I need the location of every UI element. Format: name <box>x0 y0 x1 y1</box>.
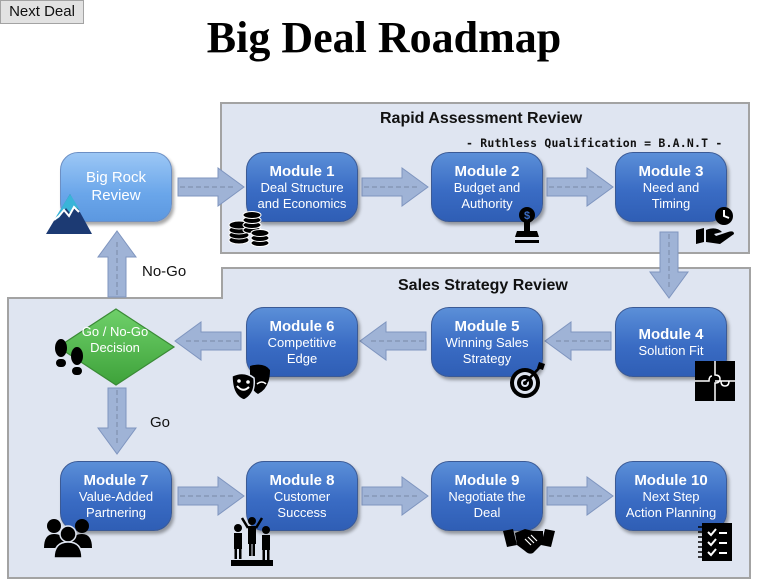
module-1-line1: Deal Structure <box>260 179 344 195</box>
module-1-line2: and Economics <box>257 195 347 211</box>
group-icon <box>44 519 92 558</box>
puzzle-icon <box>695 361 735 401</box>
arrow-m5-to-m6 <box>359 321 427 361</box>
checklist-icon <box>698 523 732 561</box>
mountain-icon <box>46 194 92 234</box>
arrow-m3-to-m4 <box>649 231 689 299</box>
module-1-title: Module 1 <box>269 162 335 180</box>
big-rock-line2: Review <box>91 187 141 204</box>
module-10[interactable]: Module 10 Next Step Action Planning <box>615 461 727 531</box>
module-7-title: Module 7 <box>83 471 149 489</box>
module-9-title: Module 9 <box>454 471 520 489</box>
module-8-line1: Customer <box>273 488 331 504</box>
module-9[interactable]: Module 9 Negotiate the Deal <box>431 461 543 531</box>
module-3-line2: Timing <box>651 195 691 211</box>
arrow-nogo-up <box>97 230 137 298</box>
big-rock-line1: Big Rock <box>85 169 147 186</box>
module-10-title: Module 10 <box>634 471 708 489</box>
module-8-line2: Success <box>277 504 327 520</box>
theater-masks-icon <box>231 364 270 401</box>
arrow-m2-to-m3 <box>546 167 614 207</box>
decision-line2: Decision <box>90 340 140 355</box>
arrow-m8-to-m9 <box>361 476 429 516</box>
no-go-label: No-Go <box>142 263 187 280</box>
module-2-line1: Budget and <box>453 179 521 195</box>
module-5-line1: Winning Sales <box>445 334 529 350</box>
module-3-title: Module 3 <box>638 162 704 180</box>
module-6-line1: Competitive <box>267 334 337 350</box>
coins-icon <box>228 211 270 247</box>
module-4-title: Module 4 <box>638 325 704 343</box>
bant-subtitle: - Ruthless Qualification = B.A.N.T - <box>466 136 723 150</box>
module-6[interactable]: Module 6 Competitive Edge <box>246 307 358 377</box>
footprints-icon <box>55 339 83 375</box>
arrow-m1-to-m2 <box>361 167 429 207</box>
module-2-title: Module 2 <box>454 162 520 180</box>
module-10-line2: Action Planning <box>625 504 717 520</box>
handshake-icon <box>503 529 555 554</box>
arrow-m9-to-m10 <box>546 476 614 516</box>
module-7-line2: Partnering <box>86 504 146 520</box>
module-5-line2: Strategy <box>462 350 512 366</box>
module-9-line1: Negotiate the <box>448 488 526 504</box>
sales-strategy-title: Sales Strategy Review <box>398 277 568 294</box>
next-deal-label: Next Deal <box>0 0 84 24</box>
page-title: Big Deal Roadmap <box>206 13 562 62</box>
module-6-line2: Edge <box>286 350 318 366</box>
decision-text: Go / No-Go Decision <box>55 324 175 356</box>
module-5-title: Module 5 <box>454 317 520 335</box>
module-8[interactable]: Module 8 Customer Success <box>246 461 358 531</box>
module-1[interactable]: Module 1 Deal Structure and Economics <box>246 152 358 222</box>
arrow-bigrock-to-m1 <box>177 167 245 207</box>
arrow-m4-to-m5 <box>544 321 612 361</box>
module-6-title: Module 6 <box>269 317 335 335</box>
module-7[interactable]: Module 7 Value-Added Partnering <box>60 461 172 531</box>
hand-clock-icon <box>696 207 734 244</box>
module-2-line2: Authority <box>461 195 513 211</box>
arrow-m6-to-decision <box>174 321 242 361</box>
module-7-line1: Value-Added <box>78 488 154 504</box>
module-8-title: Module 8 <box>269 471 335 489</box>
module-3-line1: Need and <box>642 179 700 195</box>
module-4-line1: Solution Fit <box>638 342 704 358</box>
module-5[interactable]: Module 5 Winning Sales Strategy <box>431 307 543 377</box>
arrow-go-down <box>97 387 137 455</box>
rapid-assessment-title: Rapid Assessment Review <box>380 110 583 127</box>
arrow-m7-to-m8 <box>177 476 245 516</box>
go-no-go-decision[interactable] <box>38 307 178 387</box>
decision-line1: Go / No-Go <box>81 324 149 339</box>
module-9-line2: Deal <box>473 504 501 520</box>
module-10-line1: Next Step <box>642 488 700 504</box>
podium-winners-icon <box>231 517 273 566</box>
go-label: Go <box>150 414 171 431</box>
module-3[interactable]: Module 3 Need and Timing <box>615 152 727 222</box>
svg-text:$: $ <box>524 210 530 222</box>
money-stamp-icon: $ <box>515 207 539 243</box>
target-icon <box>510 362 545 398</box>
